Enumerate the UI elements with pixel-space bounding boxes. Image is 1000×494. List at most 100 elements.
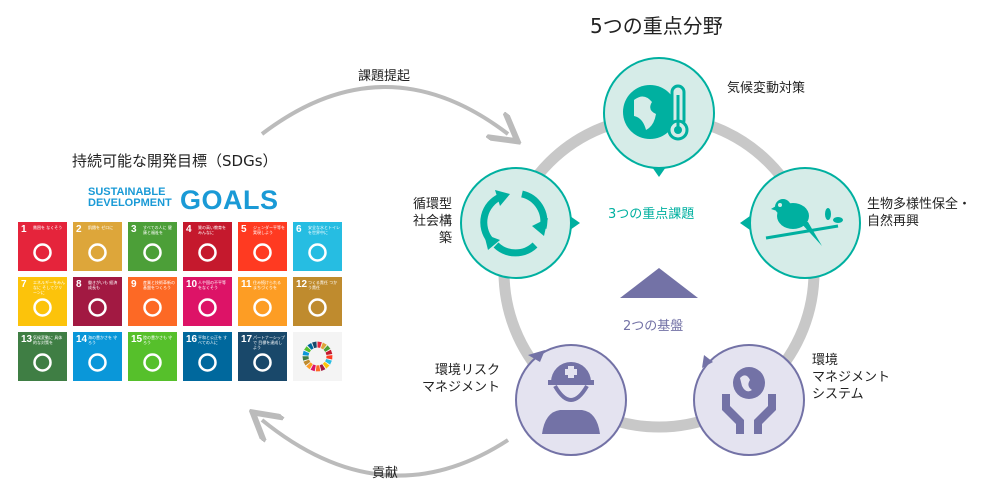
goal-icon <box>253 298 272 317</box>
globe-thermometer-icon <box>623 84 689 141</box>
goal-title: 質の高い教育を みんなに <box>198 225 226 235</box>
label-line: 環境リスク <box>434 363 500 378</box>
sdg-goal-tile: 3 すべての人に 健康と福祉を <box>128 222 177 271</box>
goal-icon <box>198 353 217 372</box>
label-line: 自然再興 <box>867 214 920 229</box>
label-line: マネジメント <box>421 380 500 395</box>
goal-title: 陸の豊かさも 守ろう <box>143 335 173 345</box>
key-issues-label: 3つの重点課題 <box>608 207 695 222</box>
goal-icon <box>308 243 327 262</box>
goal-title: 産業と技術革新の 基盤をつくろう <box>143 280 175 290</box>
label-line: 社会構築 <box>412 214 452 246</box>
circular-society-label: 循環型社会構築 <box>402 196 452 247</box>
diagram-title: 5つの重点分野 <box>590 14 723 38</box>
goal-icon <box>143 243 162 262</box>
goal-number: 14 <box>76 334 88 345</box>
contribution-arrow <box>262 420 510 478</box>
goal-number: 4 <box>186 224 192 235</box>
sdg-wheel-icon <box>293 332 342 381</box>
goal-icon <box>143 353 162 372</box>
goal-title: エネルギーをみんなに そしてクリーンに <box>33 280 65 295</box>
goal-title: 平和と公正を すべての人に <box>198 335 228 345</box>
goal-icon <box>33 353 52 372</box>
goal-number: 15 <box>131 334 143 345</box>
goal-number: 3 <box>131 224 137 235</box>
goal-title: ジェンダー平等を 実現しよう <box>253 225 285 235</box>
goal-number: 12 <box>296 279 308 290</box>
goal-number: 11 <box>241 279 252 290</box>
goal-number: 17 <box>241 334 253 345</box>
issue-raising-arrow <box>260 85 508 134</box>
label-line: 循環型 <box>412 197 452 212</box>
goal-number: 10 <box>186 279 198 290</box>
goal-title: 安全な水とトイレ を世界中に <box>308 225 340 235</box>
goal-number: 7 <box>21 279 27 290</box>
foundation-triangle <box>620 268 698 298</box>
risk-management-circle <box>515 344 627 456</box>
label-line: 生物多様性保全・ <box>867 197 972 212</box>
goal-icon <box>33 243 52 262</box>
goal-title: 貧困を なくそう <box>33 225 63 230</box>
circular-society-circle <box>460 167 580 279</box>
climate-label: 気候変動対策 <box>727 81 806 96</box>
goal-number: 16 <box>186 334 198 345</box>
goal-title: 働きがいも 経済成長も <box>88 280 118 290</box>
biodiversity-label: 生物多様性保全・自然再興 <box>867 196 971 230</box>
issue-raising-label: 課題提起 <box>358 69 411 84</box>
goal-icon <box>143 298 162 317</box>
goal-number: 5 <box>241 224 247 235</box>
sdg-goal-tile: 9 産業と技術革新の 基盤をつくろう <box>128 277 177 326</box>
goal-icon <box>88 298 107 317</box>
goal-title: 飢餓を ゼロに <box>88 225 114 230</box>
biodiversity-circle <box>740 167 861 279</box>
goal-icon <box>253 243 272 262</box>
goal-title: 海の豊かさを 守ろう <box>88 335 118 345</box>
goal-number: 9 <box>131 279 137 290</box>
goal-number: 8 <box>76 279 82 290</box>
goal-icon <box>198 298 217 317</box>
goal-title: つくる責任 つかう責任 <box>308 280 338 290</box>
goal-title: パートナーシップで 目標を達成しよう <box>253 335 285 350</box>
goal-icon <box>33 298 52 317</box>
helmet-worker-icon <box>542 362 600 434</box>
goal-title: 人や国の不平等 をなくそう <box>198 280 226 290</box>
sdgs-heading: 持続可能な開発目標（SDGs） <box>72 152 278 170</box>
bird-on-branch-icon <box>765 199 843 246</box>
sdg-goal-tile: 6 安全な水とトイレ を世界中に <box>293 222 342 271</box>
hands-holding-globe-icon <box>722 367 776 434</box>
contribution-label: 貢献 <box>372 466 399 481</box>
sdgs-logo: SUSTAINABLE DEVELOPMENT GOALS <box>88 185 278 215</box>
goal-number: 6 <box>296 224 302 235</box>
label-line: 環境 <box>812 353 839 368</box>
label-line: システム <box>812 387 864 402</box>
sdg-goal-tile: 4 質の高い教育を みんなに <box>183 222 232 271</box>
logo-goals: GOALS <box>180 185 279 215</box>
foundations-label: 2つの基盤 <box>623 319 684 334</box>
goal-icon <box>308 298 327 317</box>
goal-number: 13 <box>21 334 33 345</box>
goal-icon <box>253 353 272 372</box>
logo-line: SUSTAINABLE <box>88 186 166 198</box>
risk-management-label: 環境リスクマネジメント <box>410 362 500 396</box>
sdg-goal-tile: 5 ジェンダー平等を 実現しよう <box>238 222 287 271</box>
goal-icon <box>88 353 107 372</box>
goal-icon <box>198 243 217 262</box>
goal-title: 気候変動に 具体的な対策を <box>33 335 63 345</box>
label-line: マネジメント <box>812 370 891 385</box>
ems-label: 環境マネジメントシステム <box>812 352 890 403</box>
ems-circle <box>693 344 805 456</box>
climate-circle <box>603 57 715 177</box>
goal-title: すべての人に 健康と福祉を <box>143 225 172 235</box>
